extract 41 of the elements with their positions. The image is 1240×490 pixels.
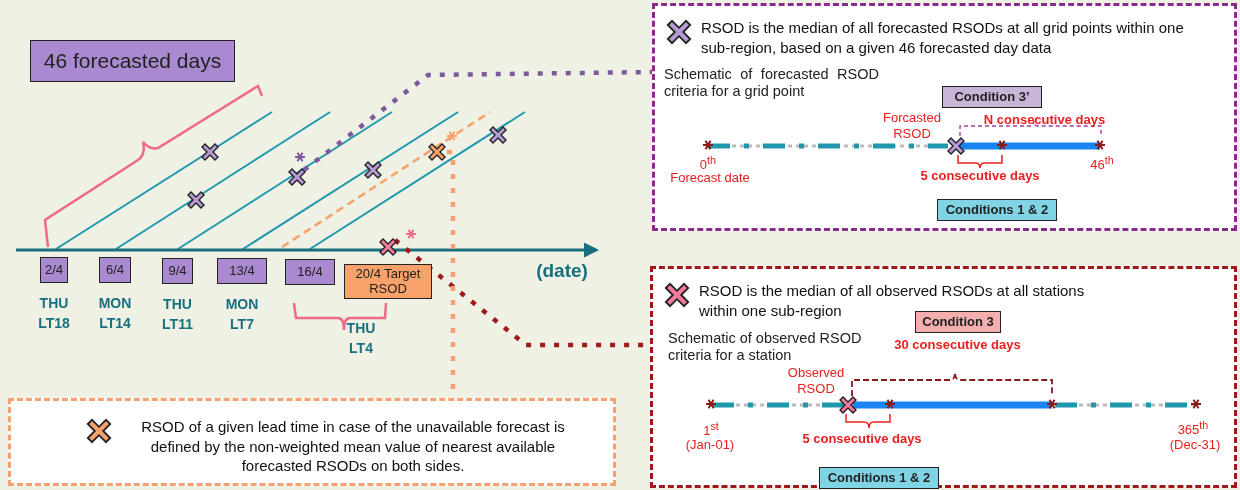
duration-tag: 46 forecasted days [30, 40, 235, 82]
date-box: 2/4 [40, 257, 68, 283]
panel-description: RSOD of a given lead time in case of the unavailable forecast is defined by the non-weighted mean value of nearest available forecasted RSODs on both sides. [140, 417, 566, 476]
axis-label: (date) [535, 260, 589, 283]
target-date-box: 20/4 Target RSOD [344, 264, 432, 299]
schematic-caption: Schematic of observed RSOD criteria for a station [668, 330, 863, 365]
day-label: 46$^{th}$ [1089, 154, 1115, 173]
lead-time-label: THU LT11 [161, 295, 194, 335]
info-panel [650, 266, 1237, 488]
info-panel [652, 3, 1237, 231]
day-label: (Dec-31) [1168, 437, 1222, 453]
lead-time-label: THU LT4 [345, 319, 377, 359]
schematic-caption: Schematic of forecasted RSOD criteria for a grid point [664, 66, 879, 101]
cross-mark-icon [378, 237, 398, 257]
date-box: 16/4 [285, 259, 335, 285]
day-label: 0$^{th}$ [698, 154, 718, 173]
cross-mark-icon [427, 142, 447, 162]
cross-mark-icon [287, 167, 307, 187]
point-label: Observed RSOD [786, 365, 846, 397]
day-label: 1$^{st}$ [702, 420, 720, 439]
day-label: Forecast date [669, 170, 751, 186]
lead-time-label: MON LT7 [224, 295, 260, 335]
day-label: (Jan-01) [684, 437, 736, 453]
date-box: 6/4 [99, 257, 131, 283]
dotted-connector [302, 69, 653, 172]
condition-tag: Condition 3 [915, 311, 1001, 333]
point-label: Forcasted RSOD [882, 110, 942, 142]
lead-time-label: MON LT14 [97, 294, 133, 334]
duration-label: 30 consecutive days [893, 337, 1022, 353]
duration-label: 5 consecutive days [801, 431, 923, 447]
duration-label: N consecutive days [982, 112, 1107, 128]
lead-time-label: THU LT18 [37, 294, 71, 334]
day-label: 365$^{th}$ [1176, 419, 1210, 438]
condition-tag: Conditions 1 & 2 [937, 199, 1057, 221]
panel-description: RSOD is the median of all forecasted RSODs at all grid points within one sub-region, based on a given 46 forecasted day data [701, 18, 1185, 57]
duration-label: 5 consecutive days [919, 168, 1041, 184]
condition-tag: Conditions 1 & 2 [819, 467, 939, 489]
condition-tag: Condition 3’ [942, 86, 1042, 108]
date-box: 13/4 [217, 258, 267, 284]
date-box: 9/4 [162, 258, 193, 284]
note-panel [8, 398, 616, 486]
